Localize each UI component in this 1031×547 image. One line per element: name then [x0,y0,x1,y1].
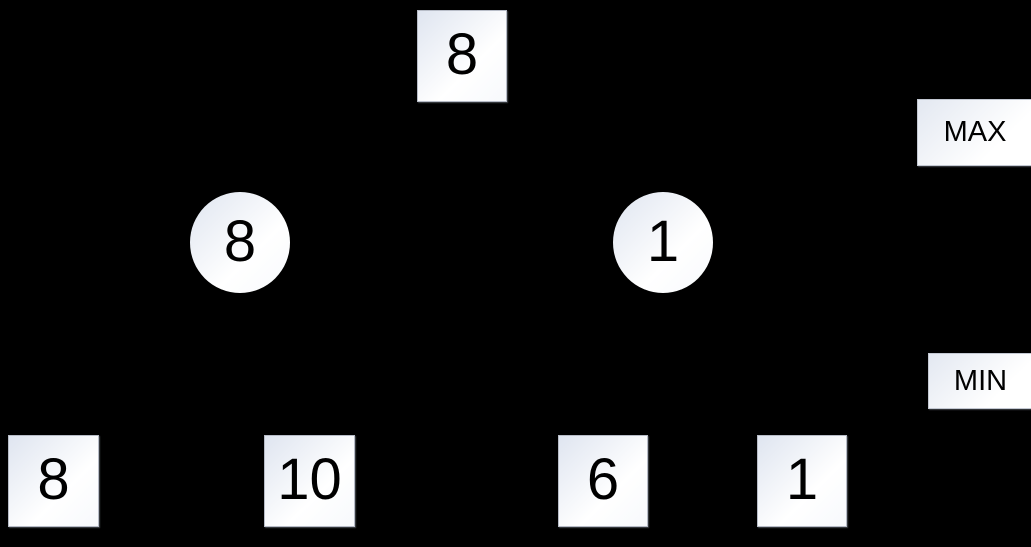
min-node-left-value: 8 [223,208,257,274]
min-node-left: 8 [190,192,290,293]
leaf-node-4: 1 [757,435,847,527]
tree-edge [461,100,664,194]
tree-edge [602,291,664,437]
min-level-label-text: MIN [953,364,1008,397]
tree-edge [239,100,463,194]
leaf-node-3-value: 6 [586,447,620,512]
leaf-node-1: 8 [8,435,99,527]
tree-edge [662,291,803,437]
max-level-label-text: MAX [943,116,1007,148]
leaf-node-2-value: 10 [277,447,342,512]
min-node-right: 1 [613,192,713,293]
min-node-right-value: 1 [646,208,680,274]
leaf-node-4-value: 1 [785,447,819,512]
root-max-node: 8 [417,10,507,102]
leaf-node-2: 10 [264,435,355,527]
root-max-node-value: 8 [445,22,479,87]
leaf-node-1-value: 8 [37,447,70,512]
max-level-label: MAX [917,99,1031,166]
min-level-label: MIN [928,353,1031,409]
tree-edge [239,291,310,437]
tree-edge [52,291,241,437]
leaf-node-3: 6 [558,435,648,527]
